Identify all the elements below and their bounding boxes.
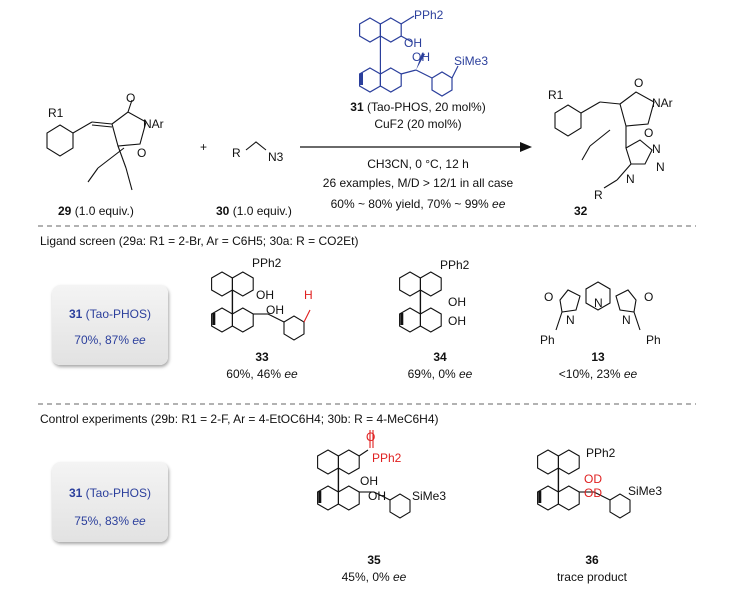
product-32-structure xyxy=(554,91,655,189)
atom-oh-ligand-1: OH xyxy=(404,36,422,50)
atom-n-13a: N xyxy=(594,296,603,310)
ligand-35-result: 45%, 0% ee xyxy=(341,570,407,584)
atom-oh-35b: OH xyxy=(368,489,386,503)
ligand-34-label: 34 xyxy=(433,350,447,364)
ligand-34-structure xyxy=(398,270,443,334)
atom-nar-32: NAr xyxy=(652,96,673,110)
ligand-13-structure xyxy=(555,281,641,331)
ligand-33-result: 60%, 46% ee xyxy=(226,367,298,381)
atom-o-32b: O xyxy=(644,126,654,140)
atom-pph2-34: PPh2 xyxy=(440,258,470,272)
atom-oh-ligand-2: OH xyxy=(412,50,430,64)
atom-r-32: R xyxy=(594,188,603,202)
atom-n-13b: N xyxy=(566,313,575,327)
atom-o-29a: O xyxy=(126,91,136,105)
atom-n-32c: N xyxy=(626,172,635,186)
atom-nar-29: NAr xyxy=(143,117,164,131)
atom-o-32a: O xyxy=(634,76,644,90)
reaction-arrow xyxy=(300,142,532,152)
condition-catalyst: CuF2 (20 mol%) xyxy=(374,117,462,131)
tao-phos-structure xyxy=(359,15,459,97)
section-dividers xyxy=(38,225,696,405)
atom-sime3-35: SiMe3 xyxy=(412,489,447,503)
ligand-33-label: 33 xyxy=(255,350,269,364)
reference-badge-control-result: 75%, 83% ee xyxy=(74,514,146,528)
atom-n-32b: N xyxy=(656,160,665,174)
atom-o-35: O xyxy=(366,430,376,444)
reference-badge-screen-name: 31 (Tao-PHOS) xyxy=(68,307,152,321)
substrate-29-label: 29 (1.0 equiv.) xyxy=(58,204,134,218)
atom-o-13b: O xyxy=(644,290,654,304)
atom-pph2-35: PPh2 xyxy=(372,451,402,465)
atom-n-13c: N xyxy=(622,313,631,327)
plus-sign: + xyxy=(200,140,208,154)
azide-30-label: 30 (1.0 equiv.) xyxy=(216,204,292,218)
atom-oh-33b: OH xyxy=(266,303,284,317)
ligand-36-structure xyxy=(536,448,631,519)
substrate-29-structure xyxy=(46,99,147,191)
atom-ph-13a: Ph xyxy=(540,333,555,347)
atom-od-36a: OD xyxy=(584,472,602,486)
condition-yield: 60% ~ 80% yield, 70% ~ 99% ee xyxy=(330,197,506,211)
ligand-33-structure xyxy=(210,270,311,341)
atom-oh-33a: OH xyxy=(256,288,274,302)
atom-o-29b: O xyxy=(137,146,147,160)
atom-oh-35a: OH xyxy=(360,474,378,488)
atom-n-32a: N xyxy=(652,142,661,156)
atom-od-36b: OD xyxy=(584,486,602,500)
reference-badge-control: 31 (Tao-PHOS) 75%, 83% ee xyxy=(52,462,168,542)
ligand-13-result: <10%, 23% ee xyxy=(558,367,638,381)
atom-n3-30: N3 xyxy=(268,150,284,164)
reference-badge-screen-result: 70%, 87% ee xyxy=(74,333,146,347)
ligand-34-result: 69%, 0% ee xyxy=(407,367,473,381)
condition-solvent: CH3CN, 0 °C, 12 h xyxy=(367,157,469,171)
condition-scope: 26 examples, M/D > 12/1 in all case xyxy=(322,176,514,190)
condition-ligand: 31 (Tao-PHOS, 20 mol%) xyxy=(350,100,486,114)
ligand-35-label: 35 xyxy=(367,553,381,567)
ligand-13-label: 13 xyxy=(591,350,605,364)
atom-pph2-ligand: PPh2 xyxy=(414,8,444,22)
ligand-36-result: trace product xyxy=(556,570,628,584)
ligand-35-structure xyxy=(316,430,411,519)
reference-badge-screen: 31 (Tao-PHOS) 70%, 87% ee xyxy=(52,285,168,365)
ligand-screen-heading: Ligand screen (29a: R1 = 2-Br, Ar = C6H5… xyxy=(40,234,359,248)
atom-oh-34b: OH xyxy=(448,314,466,328)
atom-oh-34a: OH xyxy=(448,295,466,309)
ligand-36-label: 36 xyxy=(585,553,599,567)
product-32-label: 32 xyxy=(574,204,588,218)
atom-h-33: H xyxy=(304,288,313,302)
atom-pph2-33: PPh2 xyxy=(252,256,282,270)
control-heading: Control experiments (29b: R1 = 2-F, Ar =… xyxy=(40,412,439,426)
atom-ph-13b: Ph xyxy=(646,333,661,347)
atom-r1-29: R1 xyxy=(48,106,64,120)
atom-o-13a: O xyxy=(544,290,554,304)
atom-r-30: R xyxy=(232,146,241,160)
reference-badge-control-name: 31 (Tao-PHOS) xyxy=(68,486,152,500)
atom-sime3-ligand: SiMe3 xyxy=(454,54,489,68)
atom-pph2-36: PPh2 xyxy=(586,446,616,460)
azide-30-structure xyxy=(245,141,267,151)
atom-sime3-36: SiMe3 xyxy=(628,484,663,498)
atom-r1-32: R1 xyxy=(548,88,564,102)
